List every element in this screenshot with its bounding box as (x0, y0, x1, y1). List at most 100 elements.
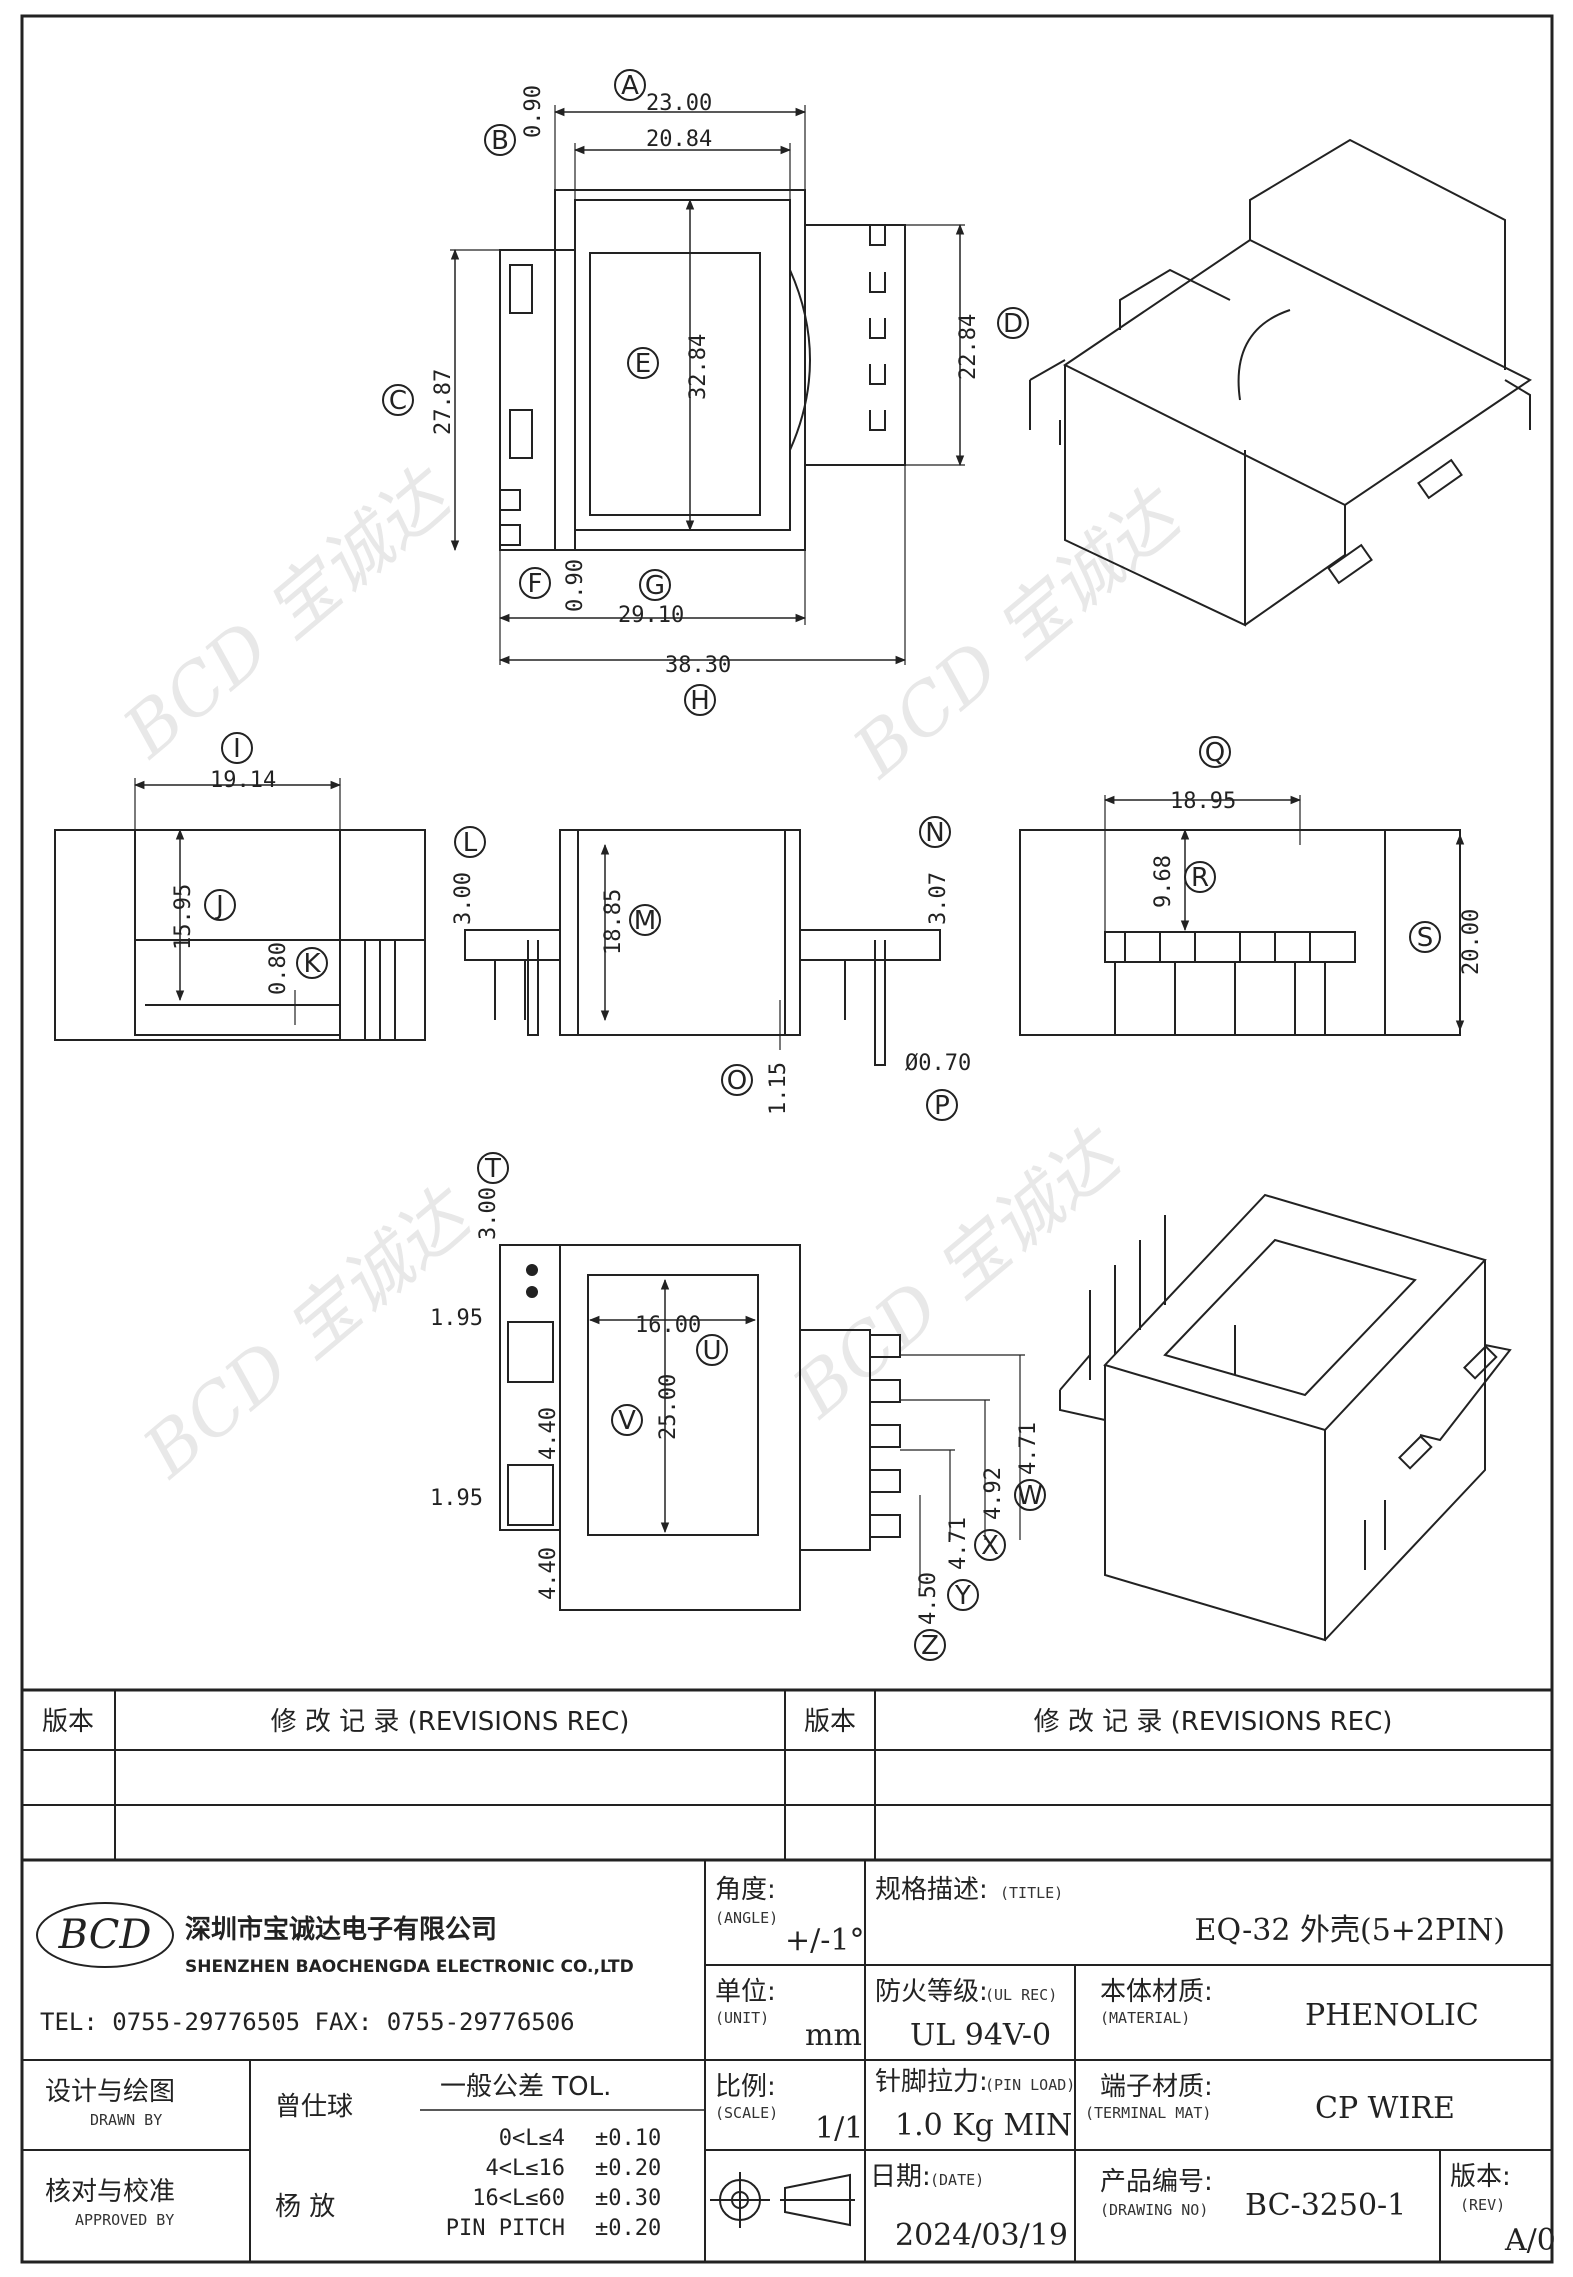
rev-value: A/0 (1504, 2223, 1556, 2258)
date-value: 2024/03/19 (895, 2218, 1068, 2253)
rev-col-record-2: 修 改 记 录 (REVISIONS REC) (1034, 1707, 1393, 1737)
svg-text:Y: Y (954, 1581, 971, 1611)
date-sub: (DATE) (930, 2171, 984, 2189)
svg-text:R: R (1191, 863, 1209, 893)
angle-sub: (ANGLE) (715, 1909, 778, 1927)
dim-b: 0.90 (521, 85, 546, 138)
svg-text:P: P (934, 1091, 950, 1121)
dim-s: 20.00 (1459, 909, 1484, 975)
tol-range-3: PIN PITCH (446, 2216, 565, 2241)
approved-sub: APPROVED BY (75, 2211, 174, 2229)
dim-t: 3.00 (476, 1187, 501, 1240)
scale-value: 1/1 (815, 2111, 863, 2146)
callout-d: D (997, 307, 1029, 339)
tol-range-2: 16<L≤60 (472, 2186, 565, 2211)
projection-symbol (710, 2172, 855, 2228)
unit-sub: (UNIT) (715, 2009, 769, 2027)
tol-label: 一般公差 TOL. (440, 2072, 611, 2102)
drawing-no-sub: (DRAWING NO) (1100, 2201, 1208, 2219)
dim-m: 18.85 (601, 889, 626, 955)
callouts: A B C D E F G H I J K L M N O P Q R S T … (204, 69, 1441, 1661)
svg-text:T: T (484, 1154, 501, 1184)
callout-x: X (974, 1529, 1006, 1561)
material-sub: (MATERIAL) (1100, 2009, 1190, 2027)
svg-text:N: N (925, 818, 944, 848)
callout-w: W (1014, 1479, 1046, 1511)
rev-label: 版本: (1450, 2162, 1511, 2192)
side-view-middle (464, 829, 941, 1066)
unit-value: mm (805, 2018, 862, 2053)
dim-c: 27.87 (431, 369, 456, 435)
unit-label: 单位: (715, 1977, 776, 2007)
svg-text:X: X (981, 1531, 999, 1561)
scale-sub: (SCALE) (715, 2104, 778, 2122)
dim-gap-2: 4.40 (536, 1547, 561, 1600)
company-logo: BCD (36, 1902, 174, 1968)
dim-pin-offset-1: 1.95 (430, 1306, 483, 1331)
rev-col-record: 修 改 记 录 (REVISIONS REC) (271, 1707, 630, 1737)
tol-table: 0<L≤4 ±0.10 4<L≤16 ±0.20 16<L≤60 ±0.30 P… (446, 2126, 661, 2241)
svg-text:F: F (528, 569, 543, 599)
callout-o: O (721, 1064, 753, 1096)
svg-text:S: S (1417, 923, 1434, 953)
svg-text:W: W (1017, 1481, 1043, 1511)
svg-text:E: E (635, 349, 651, 379)
callout-r: R (1184, 861, 1216, 893)
scale-label: 比例: (715, 2072, 776, 2102)
title-sub: (TITLE) (1000, 1884, 1063, 1902)
title-block-grid (22, 1860, 1552, 2262)
revisions-table (22, 1688, 1552, 1862)
dim-u: 16.00 (635, 1313, 701, 1338)
callout-b: B (484, 124, 516, 156)
dim-gap-1: 4.40 (536, 1407, 561, 1460)
callout-l: L (454, 826, 486, 858)
dim-y: 4.71 (946, 1517, 971, 1570)
callout-t: T (477, 1152, 509, 1184)
svg-text:Z: Z (921, 1631, 939, 1661)
angle-label: 角度: (715, 1875, 776, 1905)
svg-text:J: J (214, 891, 224, 921)
ul-sub: (UL REC) (985, 1986, 1057, 2004)
svg-text:O: O (727, 1066, 747, 1096)
approved-label: 核对与校准 (45, 2177, 175, 2207)
material-value: PHENOLIC (1305, 1998, 1479, 2033)
terminal-label: 端子材质: (1100, 2072, 1213, 2102)
svg-text:V: V (618, 1406, 636, 1436)
tol-value-0: ±0.10 (595, 2126, 661, 2151)
callout-y: Y (947, 1579, 979, 1611)
material-label: 本体材质: (1100, 1977, 1213, 2007)
callout-j: J (204, 889, 236, 921)
bottom-view (499, 1244, 1025, 1611)
callout-k: K (296, 947, 328, 979)
svg-text:Q: Q (1205, 738, 1225, 768)
svg-text:U: U (702, 1336, 721, 1366)
title-label: 规格描述: (875, 1875, 988, 1905)
dim-k: 0.80 (266, 942, 291, 995)
svg-text:D: D (1003, 309, 1023, 339)
callout-m: M (629, 904, 661, 936)
callout-g: G (639, 569, 671, 601)
dim-i: 19.14 (210, 768, 276, 793)
company-contact: TEL: 0755-29776505 FAX: 0755-29776506 (40, 2008, 575, 2036)
title-value: EQ-32 外壳(5+2PIN) (1195, 1913, 1505, 1948)
pinload-label: 针脚拉力: (875, 2067, 988, 2097)
dim-g: 29.10 (618, 603, 684, 628)
dim-w: 4.71 (1016, 1422, 1041, 1475)
drawing-no-value: BC-3250-1 (1245, 2188, 1406, 2223)
pinload-value: 1.0 Kg MIN (895, 2108, 1072, 2143)
side-view-right (1019, 795, 1465, 1036)
dim-f: 0.90 (563, 559, 588, 612)
tol-value-3: ±0.20 (595, 2216, 661, 2241)
svg-text:M: M (634, 906, 656, 936)
dim-d: 22.84 (956, 314, 981, 380)
svg-text:L: L (463, 828, 478, 858)
approved-value: 杨 放 (275, 2192, 335, 2222)
svg-text:A: A (621, 71, 639, 101)
dim-pin-offset-2: 1.95 (430, 1486, 483, 1511)
dim-p: Ø0.70 (905, 1051, 971, 1076)
top-view (450, 105, 965, 665)
svg-text:K: K (303, 949, 321, 979)
svg-text:C: C (389, 386, 407, 416)
dim-h: 38.30 (665, 653, 731, 678)
